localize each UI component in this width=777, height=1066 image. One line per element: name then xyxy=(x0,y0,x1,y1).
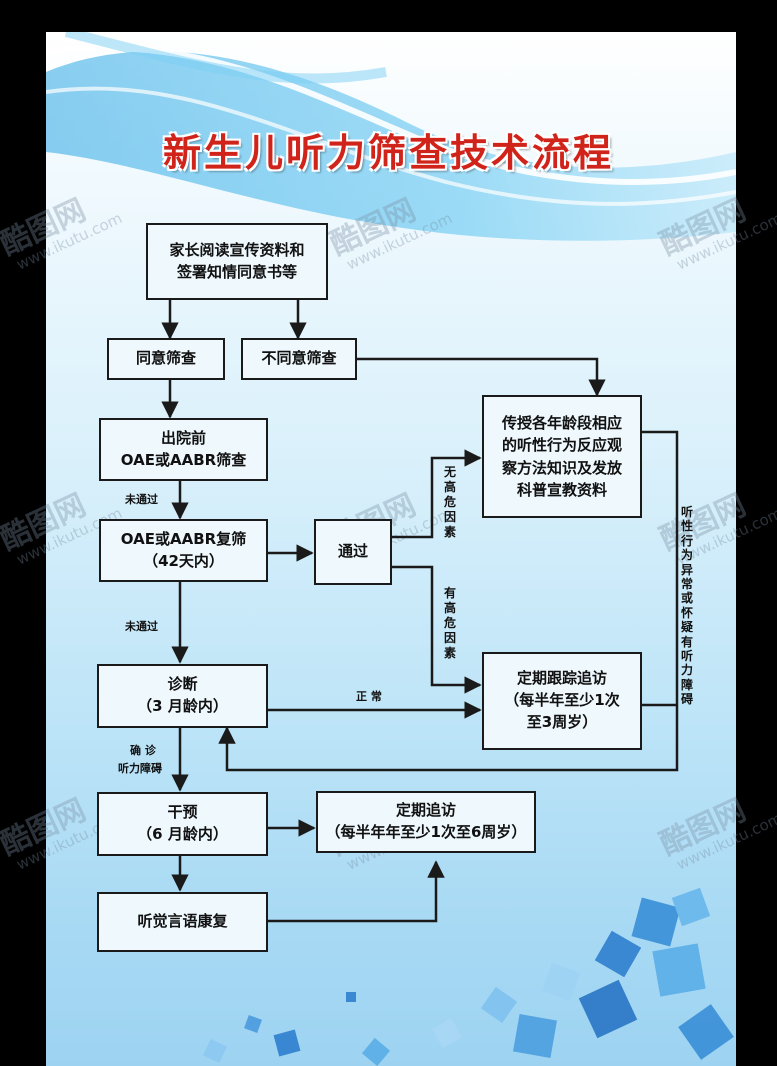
arrow-pass-to-followup xyxy=(392,565,482,694)
label-abnormal-hearing: 听性行为异常或怀疑有听力障碍 xyxy=(680,505,693,707)
label-not-passed-1: 未通过 xyxy=(125,493,158,506)
node-followup-6y: 定期追访（每半年年至少1次至6周岁） xyxy=(316,791,536,853)
label-high-risk: 有高危因素 xyxy=(443,586,456,660)
label-no-high-risk: 无高危因素 xyxy=(443,465,456,539)
arrow-pass-to-teach xyxy=(392,449,482,539)
label-not-passed-2: 未通过 xyxy=(125,620,158,633)
node-rescreening: OAE或AABR复筛（42天内） xyxy=(99,519,268,582)
node-pass: 通过 xyxy=(314,519,392,585)
node-parent-consent: 家长阅读宣传资料和签署知情同意书等 xyxy=(146,223,328,300)
decor-waves xyxy=(46,32,736,1066)
arrow-disagree-to-teach xyxy=(357,357,606,397)
node-rehabilitation: 听觉言语康复 xyxy=(97,892,268,952)
cube-decoration xyxy=(203,887,734,1066)
label-confirmed: 确 诊 xyxy=(130,744,156,757)
node-disagree-screening: 不同意筛查 xyxy=(241,338,357,380)
node-intervention: 干预（6 月龄内） xyxy=(97,792,268,856)
node-diagnosis: 诊断（3 月龄内） xyxy=(97,664,268,728)
arrow-rehab-to-followup6y xyxy=(268,860,445,923)
node-agree-screening: 同意筛查 xyxy=(107,338,225,380)
page-title: 新生儿听力筛查技术流程 xyxy=(162,131,614,175)
node-regular-followup: 定期跟踪追访（每半年至少1次至3周岁） xyxy=(482,652,642,750)
label-normal: 正 常 xyxy=(356,690,382,703)
label-hearing-impairment: 听力障碍 xyxy=(118,762,162,775)
arrow-teach-feedback xyxy=(218,430,679,772)
node-teaching-materials: 传授各年龄段相应的听性行为反应观察方法知识及发放科普宣教资料 xyxy=(482,395,642,518)
